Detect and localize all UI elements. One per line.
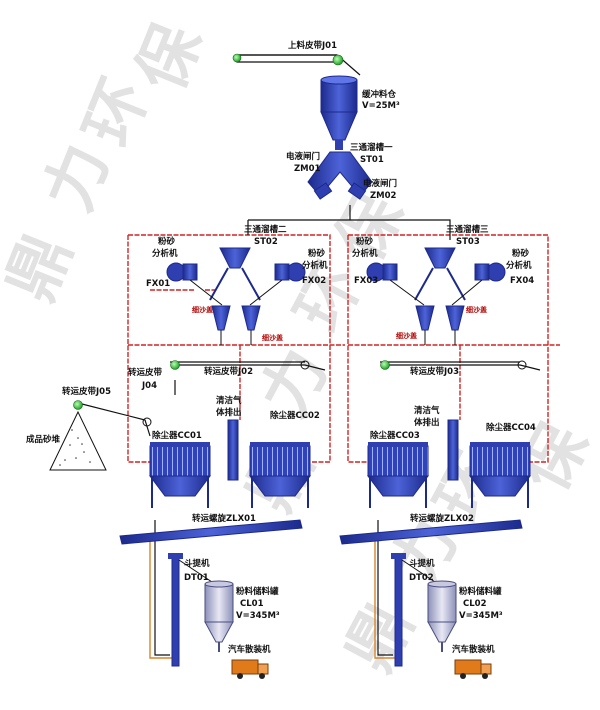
elev2-name: 斗提机 [409, 558, 435, 569]
elev2-code: DT02 [409, 573, 434, 583]
watermark-char: 力 [31, 134, 125, 221]
dust-collector-cc01 [149, 442, 211, 508]
cyclones-left [211, 305, 261, 345]
elevator-dt02 [391, 553, 436, 667]
loader2-label: 汽车散装机 [452, 644, 495, 655]
valve1-name: 电液闸门 [286, 151, 320, 162]
labels: 上料皮带J01 缓冲料仓 V=25M³ 三通溜槽一 ST01 电液闸门 ZM01… [26, 40, 536, 655]
separator-fx02 [249, 262, 306, 306]
chute2-name: 三通溜槽二 [244, 224, 287, 235]
belt-j04-line1: 转运皮带 [128, 367, 163, 378]
separator-fx04 [451, 262, 506, 306]
chute-st03 [414, 247, 466, 301]
separator-fx01 [166, 262, 223, 306]
product-pile-label: 成品砂堆 [26, 434, 61, 445]
dc03-label: 除尘器CC03 [370, 430, 420, 441]
silo-cl02 [427, 580, 457, 652]
dc01-label: 除尘器CC01 [152, 430, 202, 441]
screw-zlx01 [119, 519, 303, 545]
truck-icon [231, 659, 269, 679]
sep3-line1: 粉砂 [356, 236, 374, 247]
silo1-volume: V=345M³ [236, 611, 280, 621]
outlet-lines [149, 540, 398, 659]
dc04-label: 除尘器CC04 [486, 422, 536, 433]
sep4-line1: 粉砂 [512, 248, 530, 259]
dust-collector-cc03 [367, 442, 429, 508]
dust-collector-cc04 [447, 419, 531, 508]
roller-icon [517, 360, 527, 370]
roller-icon [232, 53, 242, 63]
silo2-name: 粉料储料罐 [459, 586, 502, 597]
sep1-line2: 分析机 [152, 248, 178, 259]
fine-sand-label: 细沙盖 [192, 305, 213, 314]
roller-icon [300, 360, 310, 370]
roller-icon [380, 360, 390, 370]
belt-j02-label: 转运皮带J02 [204, 366, 253, 377]
clean-gas-line2: 体排出 [414, 417, 440, 428]
belt-j04-line2: J04 [141, 381, 157, 391]
sep1-line1: 粉砂 [158, 236, 176, 247]
chute3-name: 三通溜槽三 [446, 224, 489, 235]
chute-st01 [307, 151, 373, 200]
screw2-label: 转运螺旋ZLX02 [410, 513, 474, 524]
valve2-code: ZM02 [370, 191, 397, 201]
dc02-label: 除尘器CC02 [270, 410, 320, 421]
feed-belt-label: 上料皮带J01 [288, 40, 337, 51]
silo1-code: CL01 [240, 599, 264, 609]
sep2-line2: 分析机 [302, 260, 328, 271]
product-pile [49, 410, 107, 471]
sep4-line2: 分析机 [506, 260, 532, 271]
watermark-char: 鼎 [0, 224, 86, 311]
buffer-bin-name: 缓冲料仓 [362, 89, 397, 100]
clean-gas-line2: 体排出 [216, 407, 242, 418]
sep3-code: FX03 [354, 276, 378, 286]
screw-zlx02 [339, 519, 523, 545]
dust-pipes [127, 234, 560, 463]
screw1-label: 转运螺旋ZLX01 [192, 513, 256, 524]
fine-sand-label: 细沙盖 [466, 305, 487, 314]
roller-icon [142, 417, 152, 427]
buffer-bin-volume: V=25M³ [362, 101, 400, 111]
silo1-name: 粉料储料罐 [236, 586, 279, 597]
watermark: 鼎 力 环 保 鼎 力 环 保 保 鼎 力 环 [0, 13, 600, 683]
sep3-line2: 分析机 [352, 248, 378, 259]
roller-icon [170, 360, 180, 370]
silo-cl01 [204, 580, 234, 652]
dust-collector-cc02 [227, 419, 311, 508]
elev1-code: DT01 [184, 573, 209, 583]
clean-gas-line1: 清洁气 [414, 405, 440, 416]
chute1-code: ST01 [360, 155, 384, 165]
cyclones-right [415, 305, 465, 345]
elev1-name: 斗提机 [184, 558, 210, 569]
silo2-code: CL02 [463, 599, 487, 609]
sep1-code: FX01 [146, 279, 170, 289]
roller-icon [73, 400, 83, 410]
clean-gas-line1: 清洁气 [216, 395, 242, 406]
sep4-code: FX04 [510, 276, 534, 286]
buffer-bin [320, 75, 358, 150]
chute1-name: 三通溜槽一 [350, 142, 393, 153]
sep2-code: FX02 [302, 276, 326, 286]
fine-sand-label: 细沙盖 [262, 333, 283, 342]
separator-fx03 [366, 262, 425, 306]
belt-j03-label: 转运皮带J03 [410, 366, 459, 377]
chute2-code: ST02 [254, 237, 278, 247]
rollers [73, 53, 527, 427]
roller-icon [332, 54, 344, 66]
loader1-label: 汽车散装机 [228, 644, 271, 655]
watermark-char: 鼎 [331, 592, 427, 684]
sep2-line1: 粉砂 [308, 248, 326, 259]
truck-icon [454, 659, 492, 679]
valve1-code: ZM01 [294, 164, 321, 174]
chute3-code: ST03 [456, 237, 480, 247]
belt-j05-label: 转运皮带J05 [62, 386, 111, 397]
valve2-name: 电液闸门 [363, 178, 397, 189]
chute-st02 [209, 247, 261, 301]
elevator-dt01 [168, 553, 213, 667]
silo2-volume: V=345M³ [459, 611, 503, 621]
fine-sand-label: 细沙盖 [396, 331, 417, 340]
